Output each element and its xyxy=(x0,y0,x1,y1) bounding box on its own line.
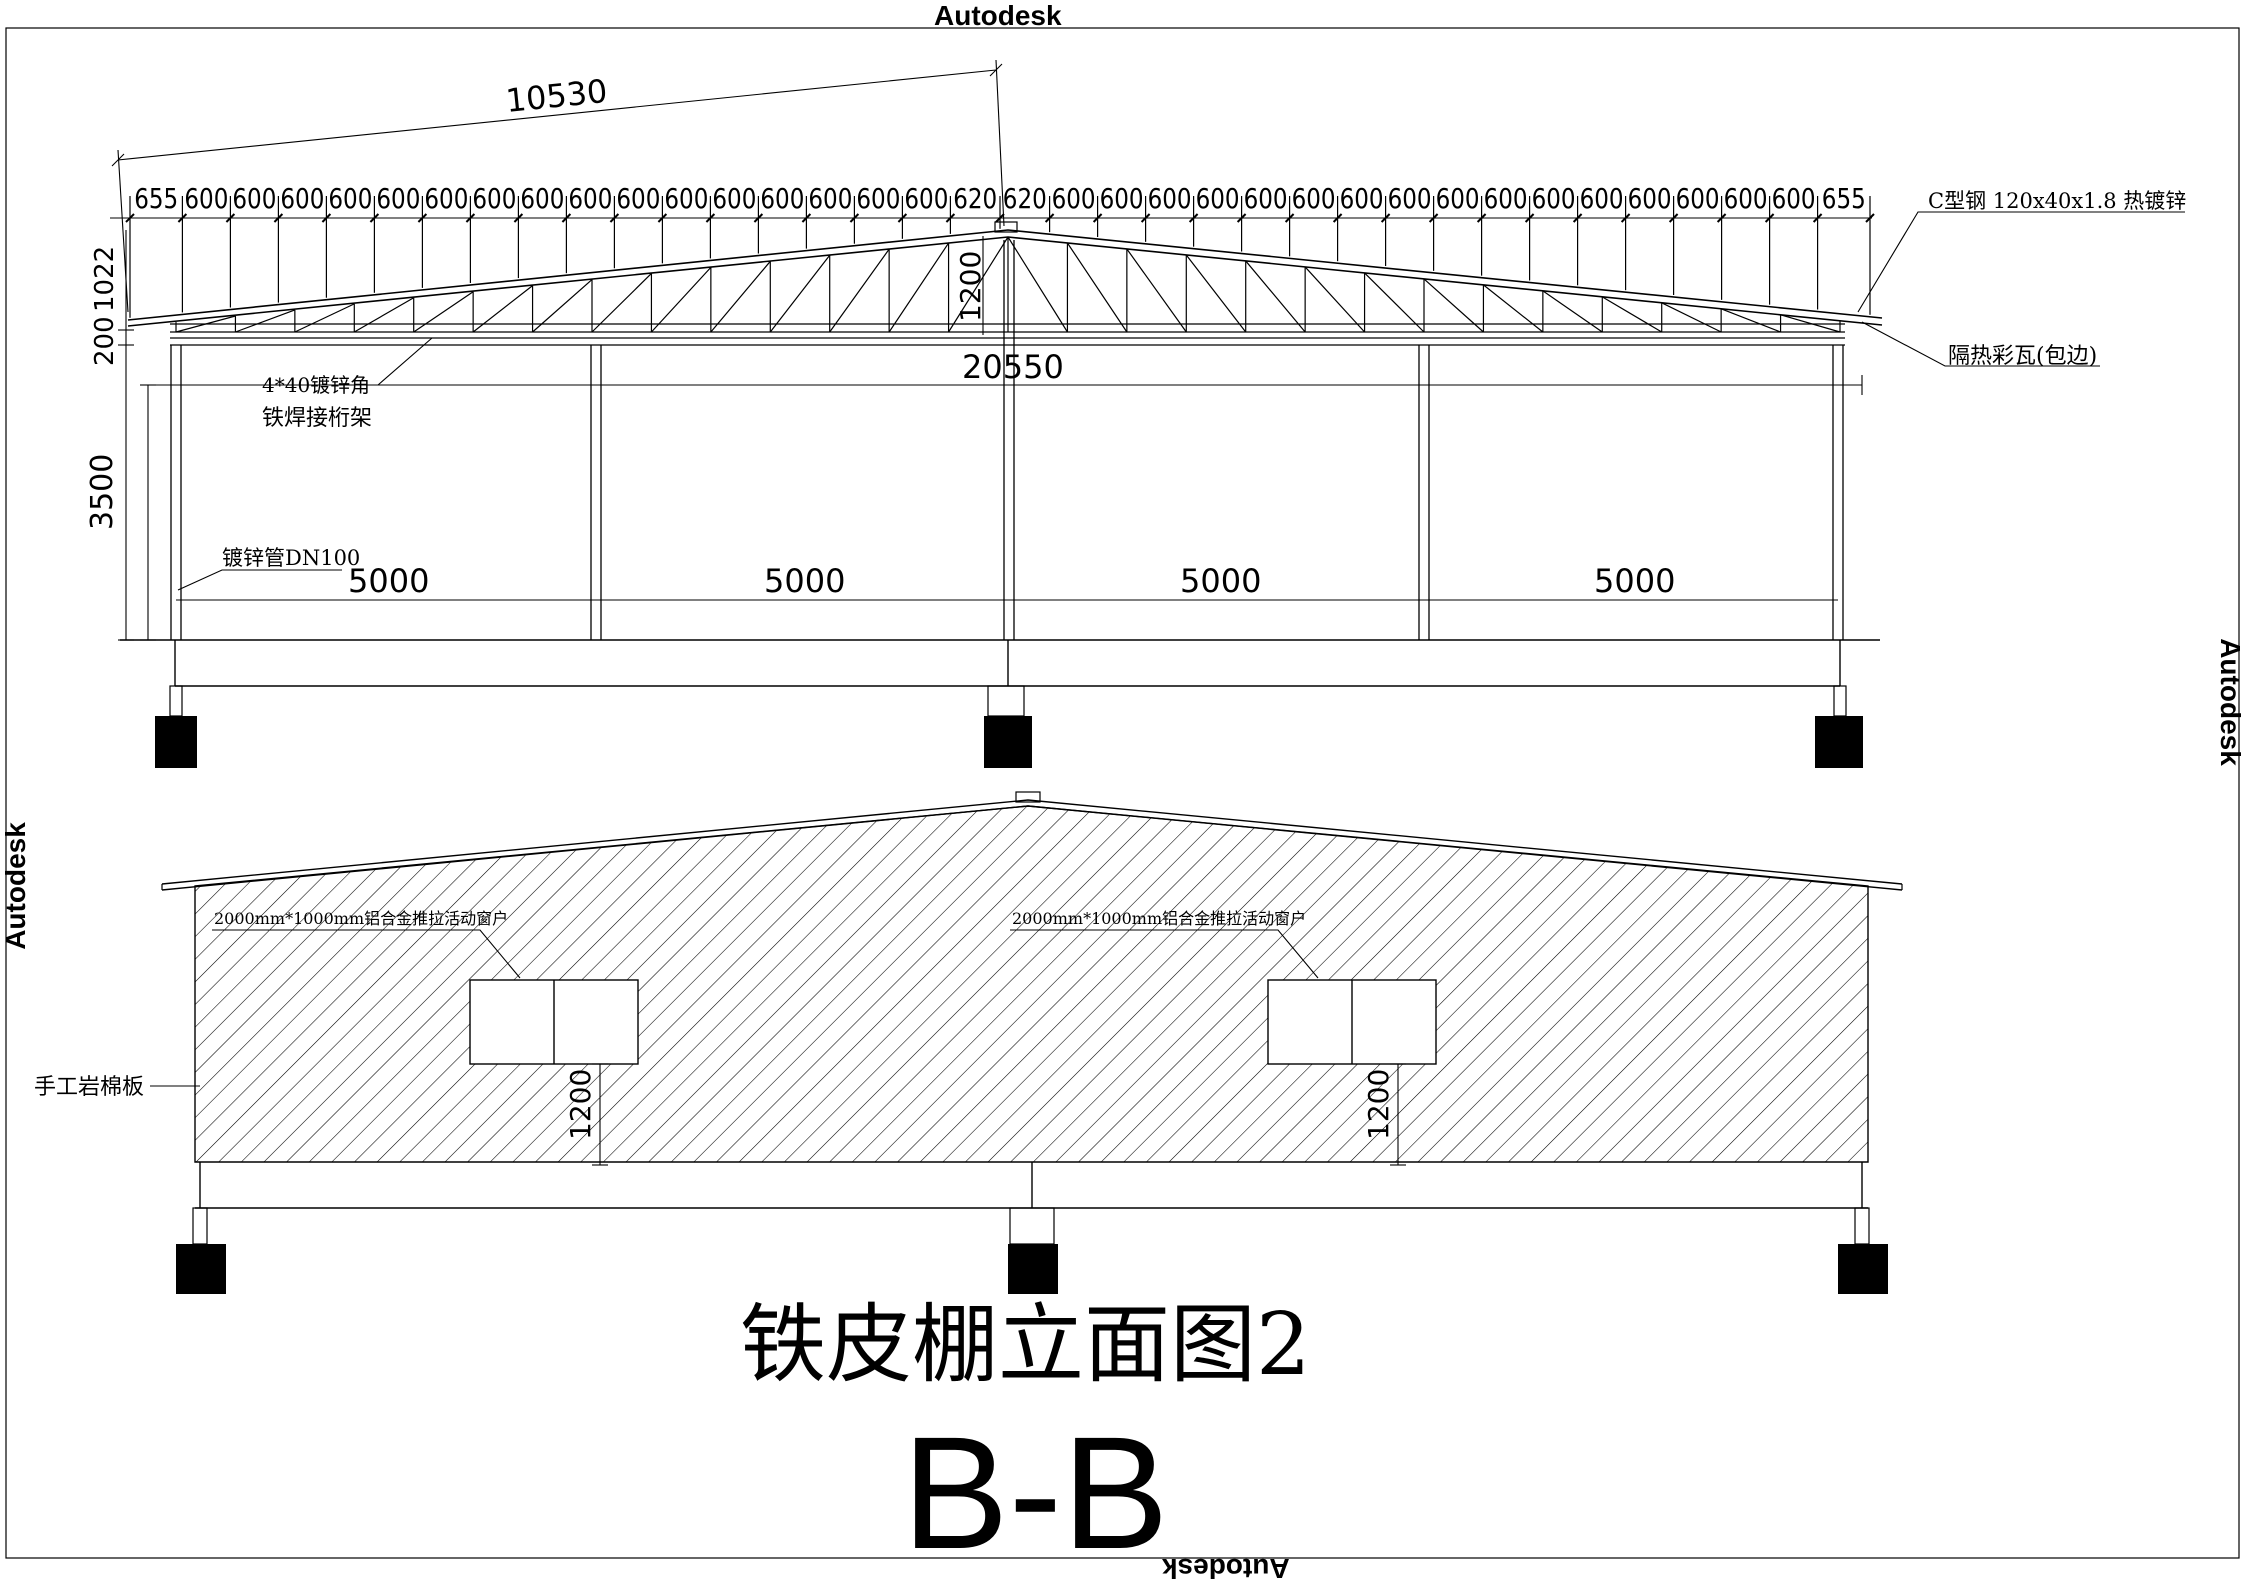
window-right xyxy=(1267,979,1437,1065)
purlin-spacing-label: 600 xyxy=(232,182,276,215)
purlin-spacing-label: 655 xyxy=(1822,182,1866,215)
purlin-spacing-label: 600 xyxy=(1724,182,1768,215)
truss-annotation-line2: 铁焊接桁架 xyxy=(262,406,372,431)
purlin-spacing-label: 600 xyxy=(1436,182,1480,215)
wall-panel xyxy=(194,805,1869,1163)
purlin-spacing-label: 600 xyxy=(904,182,948,215)
bay-1-label: 5000 xyxy=(348,562,429,600)
slope-length-label: 10530 xyxy=(504,72,609,120)
sill-dimensions xyxy=(592,1063,1406,1166)
ridge-vent xyxy=(994,221,1018,233)
bay-3-label: 5000 xyxy=(1180,562,1261,600)
span-label: 20550 xyxy=(962,348,1064,386)
purlin-spacing-label: 600 xyxy=(184,182,228,215)
purlin-spacing-label: 600 xyxy=(760,182,804,215)
annotation-leaders xyxy=(177,211,2185,591)
dimension-left xyxy=(118,230,156,641)
purlin-spacing-label: 600 xyxy=(712,182,756,215)
roof-panel-annotation: 隔热彩瓦(包边) xyxy=(1948,344,2097,369)
column-height-label: 3500 xyxy=(85,454,120,530)
purlin-spacing-label: 655 xyxy=(134,182,178,215)
ground-beam xyxy=(120,639,1880,687)
elevation-view: 2000mm*1000mm铝合金推拉活动窗户 2000mm*1000mm铝合金推… xyxy=(34,791,1903,1294)
purlin-spacing-label: 600 xyxy=(1148,182,1192,215)
purlin-spacing-label: 600 xyxy=(328,182,372,215)
elevation-base xyxy=(195,1162,1868,1209)
window-left xyxy=(469,979,639,1065)
bay-2-label: 5000 xyxy=(764,562,845,600)
purlin-spacing-label: 600 xyxy=(1484,182,1528,215)
truss-webs xyxy=(175,236,1841,333)
purlin-spacing-label: 600 xyxy=(1244,182,1288,215)
purlin-spacing-label: 600 xyxy=(1580,182,1624,215)
watermark-left: Autodesk xyxy=(0,822,31,950)
purlin-spacing-label: 600 xyxy=(808,182,852,215)
elevation-roof-top xyxy=(161,799,1903,885)
watermark-top: Autodesk xyxy=(934,0,1062,31)
dimension-span xyxy=(148,375,1863,395)
truss-height-label: 1200 xyxy=(954,251,987,322)
purlin-spacing-label: 600 xyxy=(376,182,420,215)
purlin-annotation: C型钢 120x40x1.8 热镀锌 xyxy=(1928,189,2186,213)
roof-sheeting xyxy=(127,229,1883,327)
purlin-spacing-label: 600 xyxy=(1676,182,1720,215)
left-height-1022: 1022 xyxy=(90,246,120,312)
purlin-spacing-label: 600 xyxy=(1772,182,1816,215)
columns xyxy=(170,240,1844,640)
sheet-border xyxy=(5,27,2240,1559)
wall-label: 手工岩棉板 xyxy=(34,1075,144,1100)
purlin-spacing-label: 620 xyxy=(1003,182,1047,215)
purlin-spacing-label: 600 xyxy=(424,182,468,215)
elevation-ridge-vent xyxy=(1015,791,1041,803)
bay-4-label: 5000 xyxy=(1594,562,1675,600)
purlin-spacing-label: 600 xyxy=(616,182,660,215)
purlin-spacing-label: 600 xyxy=(1100,182,1144,215)
sill-height-right: 1200 xyxy=(1362,1069,1395,1140)
section-title: B-B xyxy=(902,1403,1169,1582)
drawing-title: 铁皮棚立面图2 xyxy=(740,1295,1311,1395)
purlin-spacing-label: 600 xyxy=(568,182,612,215)
purlin-spacing-label: 600 xyxy=(280,182,324,215)
purlin-spacing-label: 600 xyxy=(1052,182,1096,215)
sill-height-left: 1200 xyxy=(564,1069,597,1140)
purlin-spacing-label: 600 xyxy=(520,182,564,215)
window-label-right: 2000mm*1000mm铝合金推拉活动窗户 xyxy=(1012,909,1306,928)
purlin-spacing-label: 600 xyxy=(1196,182,1240,215)
window-leaders xyxy=(212,929,1319,979)
footings xyxy=(155,685,1863,768)
purlin-spacing-label: 600 xyxy=(1628,182,1672,215)
purlin-spacing-label: 600 xyxy=(1388,182,1432,215)
elevation-footings xyxy=(176,1207,1888,1294)
purlin-spacing-label: 600 xyxy=(664,182,708,215)
purlin-spacing-label: 600 xyxy=(856,182,900,215)
purlin-spacing-label: 600 xyxy=(1532,182,1576,215)
window-label-left: 2000mm*1000mm铝合金推拉活动窗户 xyxy=(214,909,508,928)
purlins xyxy=(125,196,1875,318)
truss-annotation-line1: 4*40镀锌角 xyxy=(262,373,370,397)
watermark-right: Autodesk xyxy=(2214,638,2245,766)
purlin-spacing-label: 600 xyxy=(1292,182,1336,215)
purlin-spacing-label: 600 xyxy=(1340,182,1384,215)
column-annotation: 镀锌管DN100 xyxy=(222,546,360,570)
purlin-spacing-label: 600 xyxy=(472,182,516,215)
left-height-200: 200 xyxy=(90,316,120,366)
purlin-spacing-label: 620 xyxy=(953,182,997,215)
watermark-bottom: Autodesk xyxy=(1162,1553,1290,1584)
